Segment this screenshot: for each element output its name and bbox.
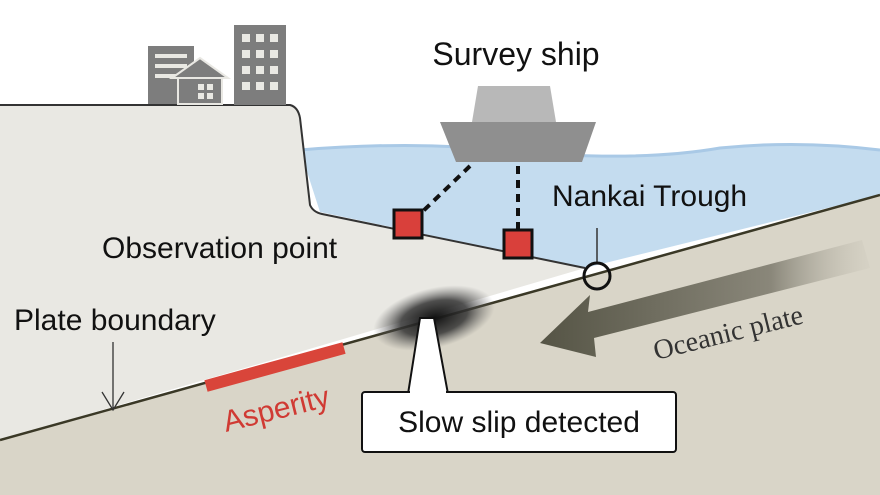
survey-ship-label: Survey ship xyxy=(432,36,599,72)
nankai-trough-marker xyxy=(582,261,612,291)
plate-boundary-label: Plate boundary xyxy=(14,304,216,337)
nankai-trough-label: Nankai Trough xyxy=(552,180,747,213)
asperity-zone xyxy=(204,342,346,392)
observation-station-left xyxy=(392,208,424,240)
plate-boundary-pointer xyxy=(101,342,125,412)
coastline xyxy=(0,104,586,269)
sea-surface-wave xyxy=(299,142,880,158)
acoustic-link-left xyxy=(418,164,472,216)
sea xyxy=(300,144,880,268)
observation-point-label: Observation point xyxy=(102,232,338,265)
house-icon xyxy=(168,56,232,105)
slow-slip-callout-box xyxy=(361,391,677,453)
slow-slip-label: Slow slip detected xyxy=(398,406,640,439)
apartment-building-icon xyxy=(234,25,286,105)
continental-plate xyxy=(0,105,585,440)
observation-station-right xyxy=(502,228,534,260)
ship-icon xyxy=(440,86,596,162)
oceanic-plate-motion-arrow xyxy=(540,240,870,357)
